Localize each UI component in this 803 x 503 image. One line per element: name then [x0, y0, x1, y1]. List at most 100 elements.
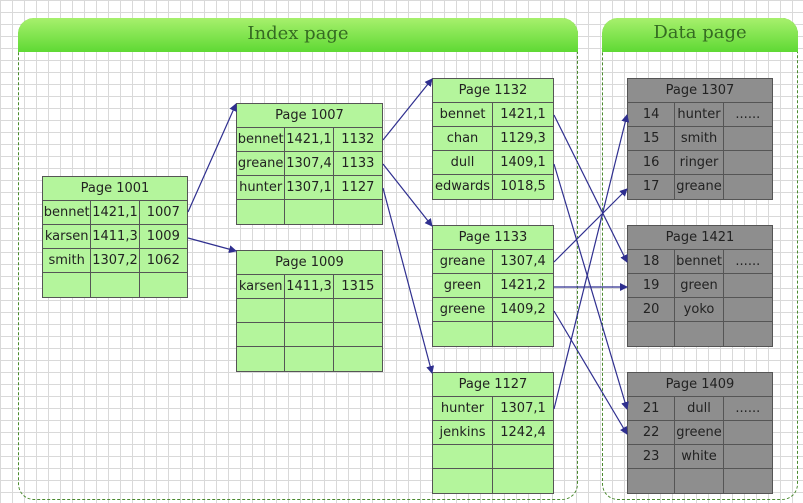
rid-cell: 1411,3 — [285, 275, 334, 298]
more-cell — [724, 298, 772, 321]
name-cell: white — [675, 445, 724, 468]
page-1133-title: Page 1133 — [433, 226, 553, 250]
pointer-cell: 1007 — [146, 205, 180, 220]
table-row — [237, 299, 382, 323]
table-row — [237, 200, 382, 224]
name-cell: smith — [675, 127, 724, 150]
table-row — [237, 323, 382, 347]
rid-cell: 1411,3 — [91, 225, 140, 248]
key-cell: bennet — [237, 128, 286, 151]
table-row: jenkins 1242,4 — [433, 421, 553, 445]
rid-cell — [493, 445, 553, 468]
more-cell — [724, 445, 772, 468]
pointer-cell: 1132 — [341, 132, 375, 147]
table-row — [237, 347, 382, 371]
name-cell: greene — [675, 421, 724, 444]
pointer-cell — [334, 323, 382, 346]
key-cell — [433, 445, 494, 468]
page-1132-title: Page 1132 — [433, 79, 553, 103]
rid-cell — [285, 347, 334, 371]
row-id-cell: 20 — [628, 298, 676, 321]
page-1307-title: Page 1307 — [628, 79, 772, 103]
table-row: hunter 1307,1 — [433, 397, 553, 421]
name-cell — [675, 322, 724, 346]
data-page-header: Data page — [602, 18, 798, 52]
data-page-title: Data page — [653, 22, 747, 43]
rid-cell: 1307,1 — [285, 176, 334, 199]
more-cell — [724, 469, 772, 493]
name-cell: yoko — [675, 298, 724, 321]
rid-cell: 1307,4 — [285, 152, 334, 175]
pointer-cell: 1009 — [146, 229, 180, 244]
more-cell: ...... — [735, 107, 761, 122]
row-id-cell: 23 — [628, 445, 676, 468]
key-cell: karsen — [237, 275, 286, 298]
name-cell: bennet — [675, 250, 724, 273]
rid-cell — [285, 299, 334, 322]
page-1127-title: Page 1127 — [433, 373, 553, 397]
pointer-cell: 1062 — [146, 253, 180, 268]
row-id-cell — [628, 322, 676, 346]
rid-cell: 1307,1 — [500, 401, 546, 416]
row-id-cell: 17 — [628, 175, 676, 199]
page-1127-table: Page 1127 hunter 1307,1 jenkins 1242,4 — [432, 372, 554, 494]
key-cell: hunter — [433, 397, 494, 420]
key-cell: greene — [433, 298, 494, 321]
table-row — [628, 322, 772, 346]
page-1009-title: Page 1009 — [237, 251, 382, 275]
row-id-cell: 21 — [628, 397, 676, 420]
rid-cell: 1307,2 — [91, 249, 140, 272]
table-row — [628, 469, 772, 493]
pointer-cell — [140, 273, 187, 297]
table-row — [433, 445, 553, 469]
key-cell: dull — [433, 151, 494, 174]
key-cell: jenkins — [433, 421, 494, 444]
pointer-cell: 1133 — [341, 156, 375, 171]
key-cell: chan — [433, 127, 494, 150]
index-page-title: Index page — [247, 23, 349, 44]
key-cell: edwards — [433, 175, 494, 199]
key-cell — [433, 469, 494, 493]
rid-cell — [493, 469, 553, 493]
more-cell: ...... — [735, 401, 761, 416]
key-cell — [237, 200, 286, 224]
page-1409-title: Page 1409 — [628, 373, 772, 397]
key-cell — [433, 322, 494, 346]
rid-cell: 1409,2 — [500, 302, 546, 317]
rid-cell: 1242,4 — [500, 425, 546, 440]
rid-cell — [285, 323, 334, 346]
more-cell: ...... — [735, 254, 761, 269]
page-1007-title: Page 1007 — [237, 104, 382, 128]
row-id-cell: 22 — [628, 421, 676, 444]
row-id-cell — [628, 469, 676, 493]
row-id-cell: 18 — [628, 250, 676, 273]
key-cell: greane — [237, 152, 286, 175]
pointer-cell: 1127 — [341, 180, 375, 195]
table-row — [43, 273, 187, 297]
more-cell — [724, 421, 772, 444]
rid-cell: 1129,3 — [500, 131, 546, 146]
key-cell: hunter — [237, 176, 286, 199]
page-1421-title: Page 1421 — [628, 226, 772, 250]
